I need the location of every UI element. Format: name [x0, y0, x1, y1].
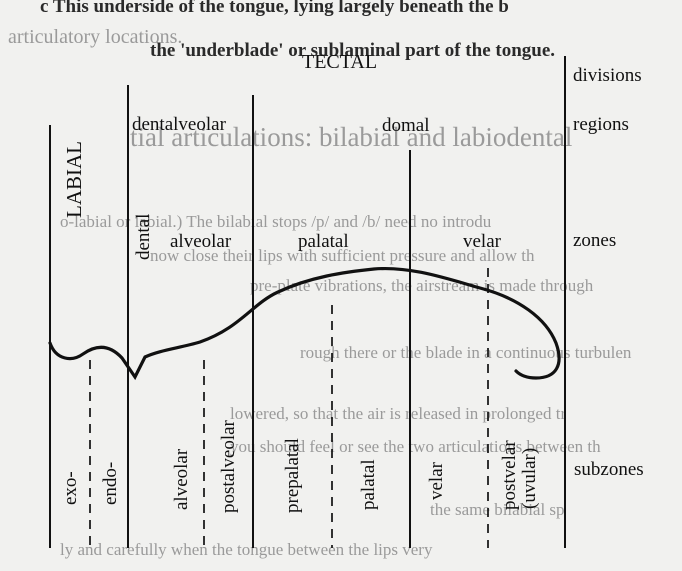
show-through-line-5: pre-plate vibrations, the airstream is m… [250, 276, 594, 295]
region-label-domal: domal [382, 115, 430, 136]
legend-label-subzones: subzones [574, 459, 644, 480]
subzone-label-palatal: palatal [358, 459, 379, 510]
zone-label-palatal: palatal [298, 231, 349, 252]
show-through-line-7: lowered, so that the air is released in … [230, 404, 567, 423]
vocal-tract-contour [48, 266, 561, 381]
show-through-line-1: articulatory locations. [8, 26, 183, 48]
subzone-label-endo: endo- [100, 461, 121, 505]
header-text-line-1: c This underside of the tongue, lying la… [40, 0, 509, 17]
show-through-line-6: rough there or the blade in a continuous… [300, 343, 632, 362]
subzone-label-alveolar: alveolar [171, 448, 192, 510]
show-through-line-9: the same bilabial sp [430, 500, 565, 519]
show-through-line-8: you should feel or see the two articulat… [230, 437, 601, 456]
zone-label-alveolar: alveolar [170, 231, 232, 252]
region-label-labial: LABIAL [62, 141, 86, 218]
subzone-label-velar: velar [426, 462, 447, 500]
region-label-dentalveolar: dentalveolar [132, 114, 226, 135]
subzone-label-uvular: (uvular) [519, 447, 540, 509]
legend-label-zones: zones [573, 230, 617, 251]
show-through-line-4: now close their lips with sufficient pre… [150, 246, 535, 265]
show-through-line-10: ly and carefully when the tongue between… [60, 540, 433, 559]
header-text-line-2: the 'underblade' or sublaminal part of t… [150, 40, 556, 61]
subzone-label-prepalatal: prepalatal [282, 438, 303, 513]
region-label-tectal: TECTAL [302, 51, 378, 73]
legend-label-regions: regions [573, 114, 629, 135]
subzone-label-exo: exo- [60, 471, 81, 505]
show-through-line-2: tial articulations: bilabial and labiode… [130, 122, 573, 152]
zone-label-velar: velar [463, 231, 501, 252]
subzone-label-postalveolar: postalveolar [218, 420, 239, 513]
subzone-label-postvelar: postvelar [499, 440, 520, 510]
zone-label-dental: dental [133, 213, 154, 260]
legend-label-divisions: divisions [573, 65, 642, 86]
show-through-line-3: o-labial or labial.) The bilabial stops … [60, 212, 492, 231]
